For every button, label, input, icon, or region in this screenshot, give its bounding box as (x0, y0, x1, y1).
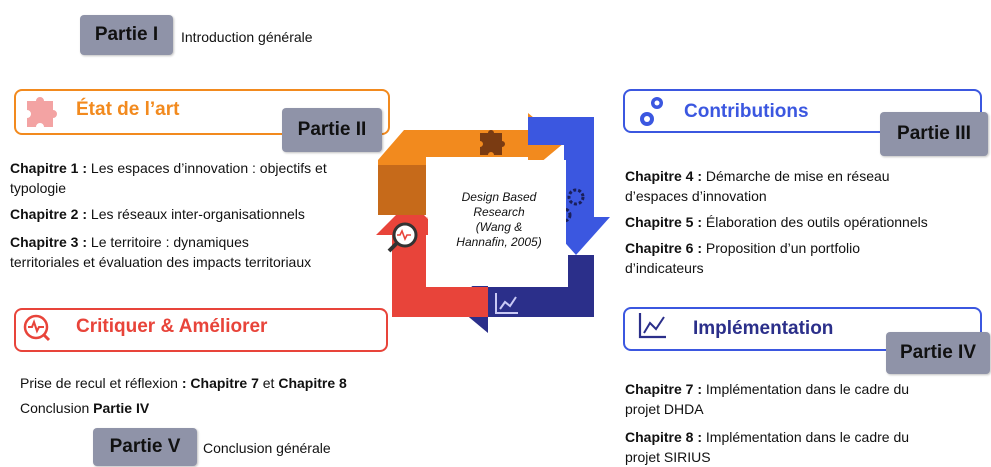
chapitre-8: Chapitre 8 : Implémentation dans le cadr… (625, 429, 910, 465)
contributions-title: Contributions (684, 101, 809, 122)
critiquer-box (14, 308, 388, 352)
puzzle-icon (27, 97, 57, 127)
implementation-box (623, 307, 982, 351)
critiquer-line1: Prise de recul et réflexion : Chapitre 7… (20, 375, 347, 391)
partie-i-text: Introduction générale (181, 29, 313, 45)
partie-v-text: Conclusion générale (203, 440, 331, 456)
partie-iii-badge: Partie III (880, 112, 988, 156)
critiquer-line2: Conclusion Partie IV (20, 400, 150, 416)
partie-v-badge: Partie V (93, 428, 197, 466)
critiquer-title: Critiquer & Améliorer (76, 316, 268, 337)
partie-iv-badge: Partie IV (886, 332, 990, 374)
chapitre-5: Chapitre 5 : Élaboration des outils opér… (625, 214, 928, 230)
center-caption: Design Based Research (Wang & Hannafin, … (456, 190, 542, 249)
partie-ii-badge: Partie II (282, 108, 382, 152)
chapitre-7: Chapitre 7 : Implémentation dans le cadr… (625, 381, 910, 417)
design-cycle-diagram (376, 113, 610, 333)
chart-icon (638, 313, 666, 339)
chapitre-1: Chapitre 1 : Les espaces d’innovation : … (10, 160, 327, 196)
implementation-title: Implémentation (693, 318, 834, 339)
gear-small-icon (567, 188, 585, 206)
gears-icon (640, 97, 663, 126)
chapitre-2: Chapitre 2 : Les réseaux inter-organisat… (10, 206, 305, 222)
pulse-icon (23, 314, 51, 342)
partie-i-badge: Partie I (80, 15, 173, 55)
puzzle-small-icon (480, 130, 505, 155)
chart-small-icon (495, 293, 518, 314)
search-small-icon (392, 222, 418, 248)
etat-de-lart-title: État de l’art (76, 99, 180, 120)
